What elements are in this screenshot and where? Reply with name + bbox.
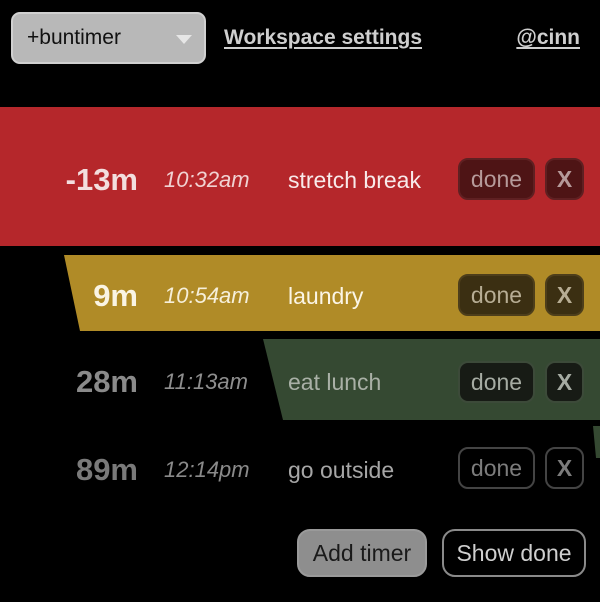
timer-due-time: 12:14pm (164, 457, 250, 482)
timer-label: go outside (288, 457, 395, 483)
workspace-select[interactable]: +buntimer (11, 12, 206, 64)
timer-due-time: 10:32am (164, 167, 250, 192)
remove-timer-button[interactable]: X (545, 361, 584, 403)
timer-row: 89m 12:14pm go outside done X (0, 440, 600, 500)
user-profile-link[interactable]: @cinn (516, 26, 580, 49)
done-button[interactable]: done (458, 447, 535, 489)
timer-due-time: 10:54am (164, 283, 250, 308)
add-timer-button[interactable]: Add timer (297, 529, 427, 577)
timer-label: eat lunch (288, 369, 382, 395)
done-button[interactable]: done (458, 158, 535, 200)
timer-minutes-remaining: 28m (75, 364, 138, 399)
timer-minutes-remaining: -13m (65, 162, 138, 197)
remove-timer-button[interactable]: X (545, 158, 584, 200)
timer-row: -13m 10:32am stretch break done X (0, 150, 600, 210)
timer-due-time: 11:13am (164, 369, 248, 394)
done-button[interactable]: done (458, 361, 535, 403)
timer-label: laundry (288, 283, 364, 309)
show-done-button[interactable]: Show done (442, 529, 586, 577)
workspace-select-value: +buntimer (27, 26, 121, 49)
timer-row: 28m 11:13am eat lunch done X (0, 352, 600, 412)
remove-timer-button[interactable]: X (545, 447, 584, 489)
remove-timer-button[interactable]: X (545, 274, 584, 316)
timer-label: stretch break (288, 167, 421, 193)
timer-minutes-remaining: 89m (75, 452, 138, 487)
done-button[interactable]: done (458, 274, 535, 316)
timer-row: 9m 10:54am laundry done X (0, 266, 600, 326)
chevron-down-icon (176, 35, 192, 44)
workspace-settings-link[interactable]: Workspace settings (224, 26, 423, 49)
timer-band-next (593, 426, 600, 458)
timer-minutes-remaining: 9m (93, 278, 138, 313)
